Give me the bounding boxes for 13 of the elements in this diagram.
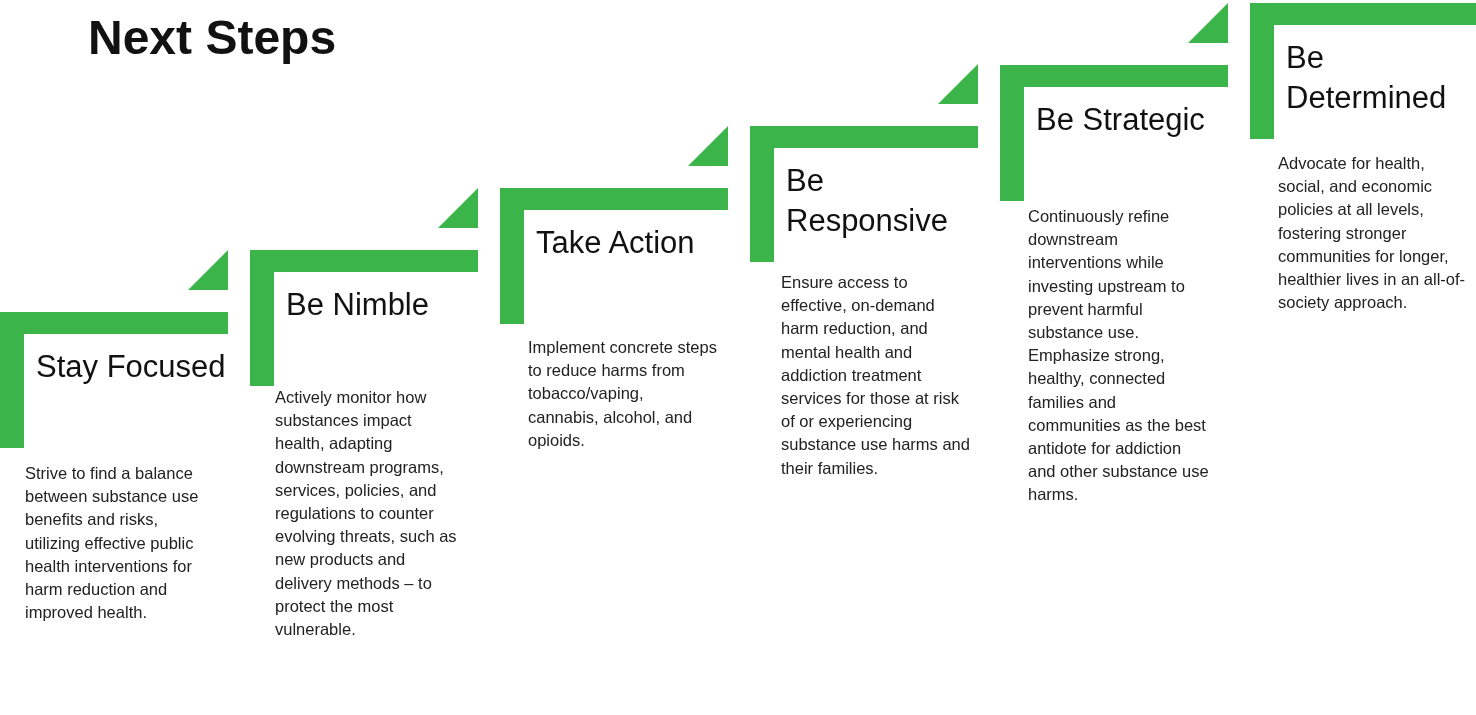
diagram-title: Next Steps — [88, 10, 337, 65]
step-title: Be Determined — [1286, 39, 1448, 117]
step-description: Continuously refine downstream interventions while investing upstream to prevent harmful substance use. Emphasize strong, healthy, connected families and communities as the best antidote for addiction and other substance use harms. — [1028, 206, 1210, 506]
step-title: Be Strategic — [1036, 101, 1206, 139]
step-description: Implement concrete steps to reduce harms from tobacco/vaping, cannabis, alcohol, and opioids. — [528, 337, 718, 451]
step-title: Be Nimble — [286, 286, 430, 324]
step-title: Be Responsive — [786, 162, 949, 240]
step-description: Ensure access to effective, on-demand harm reduction, and mental health and addiction treatment services for those at risk of or experiencing substance use harms and their families. — [781, 272, 971, 479]
step-title: Stay Focused — [36, 348, 226, 386]
step-title: Take Action — [536, 224, 696, 262]
step-description: Advocate for health, social, and economic policies at all levels, fostering stronger communities for longer, healthier lives in an all-of-society approach. — [1278, 153, 1467, 314]
step-description: Strive to find a balance between substance use benefits and risks, utilizing effective public health interventions for harm reduction and improved health. — [25, 463, 200, 624]
step-description: Actively monitor how substances impact health, adapting downstream programs, services, policies, and regulations to counter evolving threats, such as new products and delivery methods – to protect the most vulnerable. — [275, 387, 458, 641]
